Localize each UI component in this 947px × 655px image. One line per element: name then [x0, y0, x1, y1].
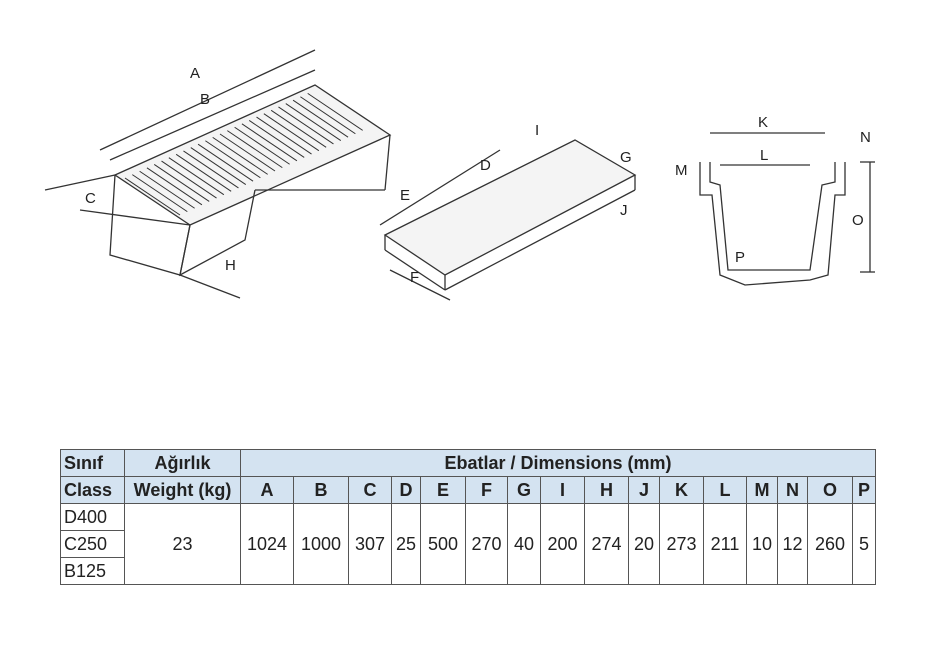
class-cell: B125 — [60, 557, 125, 585]
dim-value-m: 10 — [746, 503, 778, 585]
class-cell: D400 — [60, 503, 125, 531]
dim-value-j: 20 — [628, 503, 660, 585]
grate-slot — [212, 136, 268, 175]
grate-slot — [132, 174, 188, 213]
grate-slot — [153, 164, 210, 202]
dim-value-c: 307 — [348, 503, 392, 585]
dim-value-g: 40 — [507, 503, 541, 585]
label-p: P — [735, 249, 745, 266]
grate-slot — [197, 143, 254, 182]
dim-value-e: 500 — [420, 503, 466, 585]
dim-column-f: F — [465, 476, 508, 504]
dim-column-b: B — [293, 476, 349, 504]
label-e: E — [400, 187, 410, 204]
dim-value-f: 270 — [465, 503, 508, 585]
dim-column-k: K — [659, 476, 704, 504]
grate-slot — [256, 116, 312, 155]
grate-slot — [300, 96, 356, 135]
dim-value-i: 200 — [540, 503, 585, 585]
grate-slot — [175, 153, 232, 192]
grate-slot — [161, 160, 217, 199]
dim-value-a: 1024 — [240, 503, 294, 585]
label-f: F — [410, 269, 419, 286]
label-m: M — [675, 162, 688, 179]
dim-column-h: H — [584, 476, 629, 504]
label-g: G — [620, 149, 632, 166]
dim-column-o: O — [807, 476, 853, 504]
dim-value-p: 5 — [852, 503, 876, 585]
class-cell: C250 — [60, 530, 125, 558]
grate-slot — [183, 150, 239, 189]
label-k: K — [758, 114, 768, 131]
weight-header-en: Weight (kg) — [124, 476, 241, 504]
dim-column-p: P — [852, 476, 876, 504]
grate-slot — [219, 133, 276, 172]
dim-column-a: A — [240, 476, 294, 504]
label-l: L — [760, 147, 768, 164]
dim-column-c: C — [348, 476, 392, 504]
grate-slot — [124, 177, 181, 216]
grate-slot — [234, 126, 290, 165]
grate-slot — [270, 109, 327, 148]
grate-slot — [139, 170, 195, 209]
label-o: O — [852, 212, 864, 229]
dim-value-h: 274 — [584, 503, 629, 585]
class-header-tr: Sınıf — [60, 449, 125, 477]
grate-slot — [285, 103, 342, 141]
grate-slot — [307, 92, 363, 131]
grate-slot — [190, 147, 247, 185]
grate-slot — [278, 106, 334, 145]
grate-slot — [241, 123, 298, 162]
dim-value-o: 260 — [807, 503, 853, 585]
weight-header-tr: Ağırlık — [124, 449, 241, 477]
label-b: B — [200, 91, 210, 108]
class-header-en: Class — [60, 476, 125, 504]
label-d: D — [480, 157, 491, 174]
dim-column-l: L — [703, 476, 747, 504]
grate-slot — [292, 99, 349, 138]
dim-value-l: 211 — [703, 503, 747, 585]
dim-column-d: D — [391, 476, 421, 504]
dim-column-g: G — [507, 476, 541, 504]
channel-drawing — [44, 49, 392, 299]
grate-drawing — [379, 139, 637, 301]
dim-column-j: J — [628, 476, 660, 504]
grate-slot — [248, 120, 305, 158]
label-j: J — [620, 202, 628, 219]
dim-column-m: M — [746, 476, 778, 504]
section-drawing — [699, 132, 875, 286]
grate-slot — [263, 113, 320, 152]
weight-cell: 23 — [124, 503, 241, 585]
label-a: A — [190, 65, 200, 82]
grate-slot — [168, 157, 225, 196]
label-n: N — [860, 129, 871, 146]
dim-value-k: 273 — [659, 503, 704, 585]
dim-value-b: 1000 — [293, 503, 349, 585]
label-h: H — [225, 257, 236, 274]
label-c: C — [85, 190, 96, 207]
dimensions-header: Ebatlar / Dimensions (mm) — [240, 449, 876, 477]
technical-drawings: A B C H D E F G I J K L M N O P — [44, 49, 875, 301]
dim-value-n: 12 — [777, 503, 808, 585]
dimensions-table: Sınıf Ağırlık Ebatlar / Dimensions (mm) … — [60, 449, 876, 585]
dim-column-e: E — [420, 476, 466, 504]
grate-slot — [146, 167, 203, 206]
dim-value-d: 25 — [391, 503, 421, 585]
label-i: I — [535, 122, 539, 139]
dim-column-i: I — [540, 476, 585, 504]
grate-slot — [227, 130, 283, 169]
dim-column-n: N — [777, 476, 808, 504]
grate-slot — [205, 140, 261, 179]
